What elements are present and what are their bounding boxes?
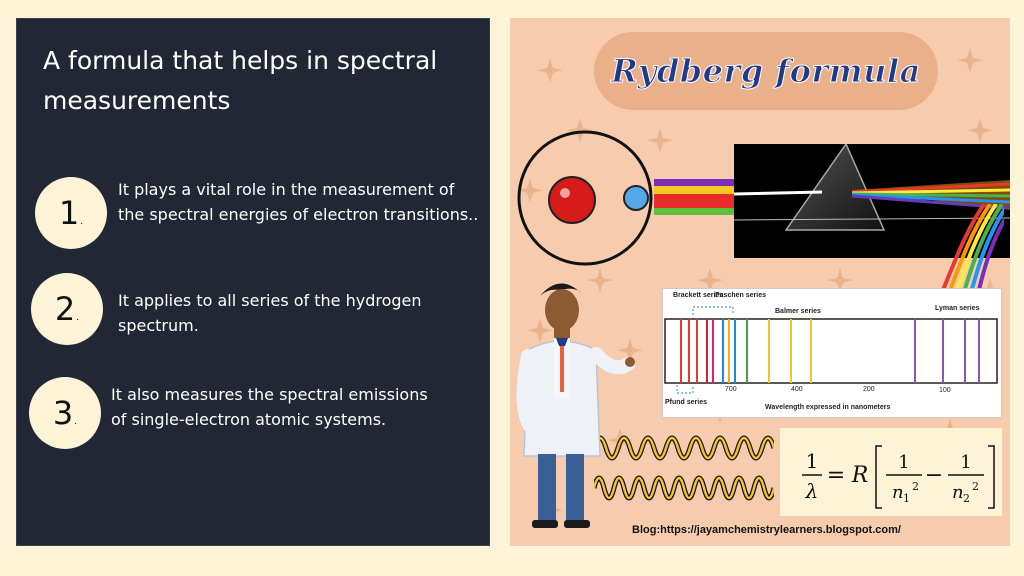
- balmer-series-label: Balmer series: [775, 308, 821, 315]
- formula-constant: R: [851, 463, 869, 488]
- formula-term1-exponent: 2: [912, 480, 919, 493]
- hydrogen-spectrum-chart: Brackett series Paschen series Balmer se…: [662, 288, 1002, 418]
- tick-700: 700: [725, 386, 737, 393]
- lyman-series-label: Lyman series: [935, 305, 980, 312]
- tick-100: 100: [939, 387, 951, 394]
- formula-lhs-numerator: 1: [806, 449, 819, 473]
- formula-term1-subscript: 1: [903, 492, 910, 505]
- electron-orbit: [517, 130, 653, 266]
- formula-term2-numerator: 1: [960, 452, 971, 473]
- illustration-panel: Rydberg formula: [510, 18, 1010, 546]
- nucleus: [548, 176, 596, 224]
- formula-term2-n: n: [952, 482, 964, 503]
- point-number-1-badge: 1.: [35, 177, 107, 249]
- formula-lambda: λ: [805, 479, 819, 503]
- left-panel: A formula that helps in spectral measure…: [16, 18, 490, 546]
- formula-minus: −: [925, 463, 943, 488]
- point-number-1: 1: [58, 194, 80, 232]
- emission-band-red: [654, 194, 736, 208]
- point-number-2-badge: 2.: [31, 273, 103, 345]
- star-pattern: [517, 48, 1003, 523]
- spectrum-axis-label: Wavelength expressed in nanometers: [765, 404, 891, 411]
- emission-band-violet: [654, 179, 736, 186]
- pfund-series-label: Pfund series: [665, 399, 708, 406]
- blog-url: Blog:https://jayamchemistrylearners.blog…: [632, 524, 901, 536]
- formula-term1-n: n: [892, 482, 904, 503]
- spectrum-frame: [664, 318, 998, 384]
- emission-band-green: [654, 208, 736, 215]
- slide-title: A formula that helps in spectral measure…: [43, 46, 438, 115]
- point-text-1: It plays a vital role in the measurement…: [118, 180, 479, 224]
- point-text-2: It applies to all series of the hydrogen…: [118, 291, 422, 335]
- formula-term2-exponent: 2: [972, 480, 979, 493]
- point-number-3: 3: [52, 394, 74, 432]
- electron: [623, 185, 649, 211]
- formula-equals: =: [827, 463, 845, 488]
- prism-triangle: [784, 142, 886, 231]
- title-banner: Rydberg formula: [594, 32, 938, 110]
- formula-term2-subscript: 2: [963, 492, 970, 505]
- rydberg-formula: 1 λ = R 1 n 1 2 − 1 n 2 2: [780, 428, 1002, 516]
- point-text-3: It also measures the spectral emissions …: [111, 385, 428, 429]
- tick-400: 400: [791, 386, 803, 393]
- paschen-series-label: Paschen series: [715, 292, 766, 299]
- point-number-2: 2: [54, 290, 76, 328]
- point-number-3-badge: 3.: [29, 377, 101, 449]
- formula-term1-numerator: 1: [898, 452, 909, 473]
- wave-illustration: [594, 435, 774, 501]
- brackett-series-label: Brackett series: [673, 292, 724, 299]
- emission-band-yellow: [654, 186, 736, 194]
- tick-200: 200: [863, 386, 875, 393]
- scientist-illustration: [516, 283, 635, 528]
- banner-title: Rydberg formula: [611, 52, 921, 91]
